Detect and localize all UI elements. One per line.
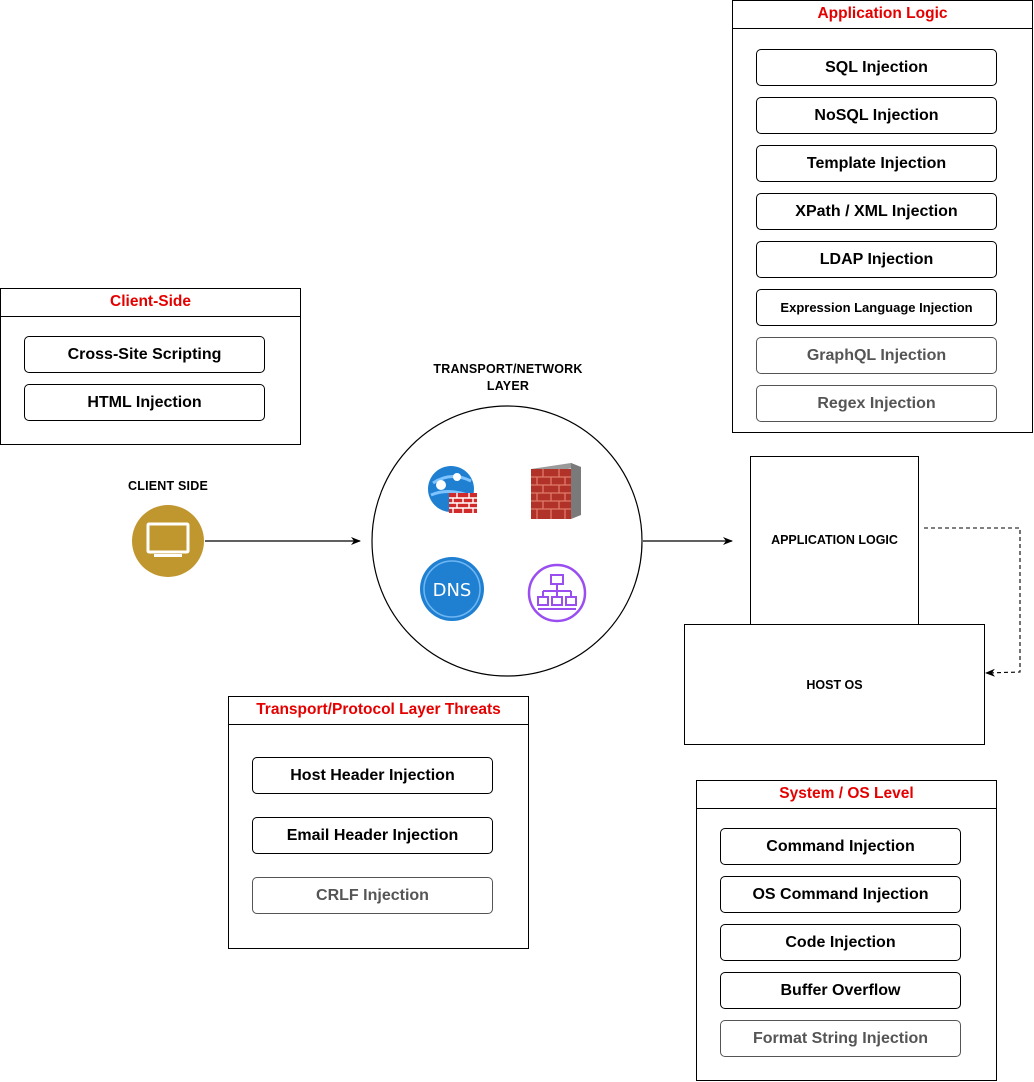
application-logic-panel-title: Application Logic (733, 1, 1032, 29)
client-side-panel: Client-Side Cross-Site Scripting HTML In… (0, 288, 301, 445)
dashed-arrow-app-to-host (924, 527, 1021, 677)
transport-protocol-panel-title: Transport/Protocol Layer Threats (229, 697, 528, 725)
system-item-os-command-injection: OS Command Injection (720, 876, 961, 913)
firewall-brick-icon (531, 463, 581, 519)
network-circle (371, 405, 643, 677)
transport-protocol-panel: Transport/Protocol Layer Threats Host He… (228, 696, 529, 949)
host-os-box: HOST OS (684, 624, 985, 745)
system-item-command-injection: Command Injection (720, 828, 961, 865)
transport-item-host-header-injection: Host Header Injection (252, 757, 493, 794)
transport-item-email-header-injection: Email Header Injection (252, 817, 493, 854)
app-item-graphql-injection: GraphQL Injection (756, 337, 997, 374)
app-item-sql-injection: SQL Injection (756, 49, 997, 86)
app-item-template-injection: Template Injection (756, 145, 997, 182)
app-item-expression-language-injection: Expression Language Injection (756, 289, 997, 326)
network-hierarchy-icon (527, 563, 587, 623)
client-item-xss: Cross-Site Scripting (24, 336, 265, 373)
system-item-format-string-injection: Format String Injection (720, 1020, 961, 1057)
system-item-code-injection: Code Injection (720, 924, 961, 961)
transport-item-crlf-injection: CRLF Injection (252, 877, 493, 914)
application-logic-panel: Application Logic SQL Injection NoSQL In… (732, 0, 1033, 433)
client-item-html-injection: HTML Injection (24, 384, 265, 421)
client-side-panel-title: Client-Side (1, 289, 300, 317)
web-app-firewall-icon (428, 466, 477, 513)
app-item-regex-injection: Regex Injection (756, 385, 997, 422)
application-logic-box-label: APPLICATION LOGIC (771, 533, 898, 547)
dns-icon-text: DNS (433, 580, 472, 601)
system-os-panel: System / OS Level Command Injection OS C… (696, 780, 997, 1081)
application-logic-box: APPLICATION LOGIC (750, 456, 919, 626)
app-item-xpath-xml-injection: XPath / XML Injection (756, 193, 997, 230)
client-side-label: CLIENT SIDE (128, 479, 208, 493)
host-os-box-label: HOST OS (806, 678, 863, 692)
app-item-nosql-injection: NoSQL Injection (756, 97, 997, 134)
system-item-buffer-overflow: Buffer Overflow (720, 972, 961, 1009)
dns-icon: DNS (420, 557, 484, 621)
transport-network-label: TRANSPORT/NETWORK LAYER (433, 362, 583, 393)
system-os-panel-title: System / OS Level (697, 781, 996, 809)
monitor-icon (132, 505, 204, 577)
app-item-ldap-injection: LDAP Injection (756, 241, 997, 278)
